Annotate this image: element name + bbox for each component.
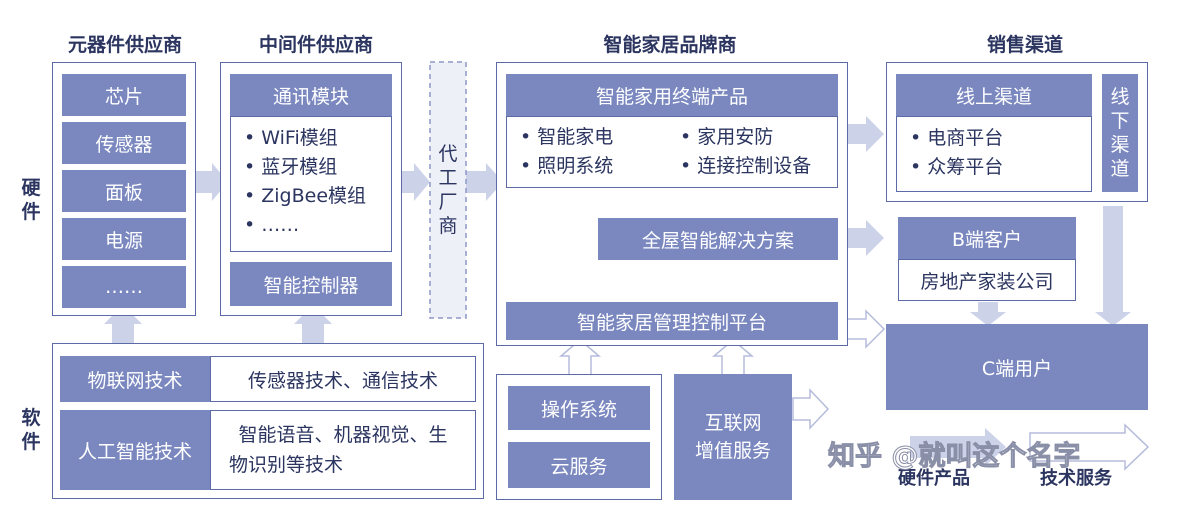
operating-system: 操作系统	[508, 386, 650, 430]
terminal-items-right: 家用安防 连接控制设备	[680, 123, 811, 181]
list-item: 智能家电	[520, 123, 613, 152]
oem-dashed-frame	[429, 61, 467, 319]
management-platform: 智能家居管理控制平台	[506, 302, 838, 340]
iot-tech-desc: 传感器技术、通信技术	[210, 356, 476, 402]
component-more: ……	[62, 266, 186, 308]
terminal-products-title: 智能家用终端产品	[506, 74, 838, 116]
legend-tech-services: 技术服务	[1040, 468, 1112, 489]
legend-hardware-products: 硬件产品	[898, 468, 970, 489]
list-item: 家用安防	[680, 123, 811, 152]
online-channel-list: 电商平台 众筹平台	[910, 124, 1003, 182]
side-label-hardware: 硬 件	[21, 177, 41, 223]
watermark: 知乎 @就叫这个名字	[827, 441, 1081, 473]
list-item: 连接控制设备	[680, 152, 811, 181]
component-sensor: 传感器	[62, 122, 186, 164]
terminal-items-left: 智能家电 照明系统	[520, 123, 613, 181]
oem-label: 代 工 厂 商	[438, 143, 458, 237]
list-item: ……	[244, 211, 366, 240]
offline-channel: 线 下 渠 道	[1102, 74, 1138, 192]
list-item: 蓝牙模组	[244, 153, 366, 182]
iot-tech-label: 物联网技术	[60, 356, 210, 402]
arrow-platform-to-cuser	[845, 309, 886, 349]
arrow-oem-to-brand	[466, 163, 503, 201]
arrow-terminal-to-online	[848, 116, 884, 152]
comm-module-title: 通讯模块	[230, 74, 392, 116]
header-components: 元器件供应商	[67, 34, 182, 56]
header-channel: 销售渠道	[986, 34, 1063, 56]
arrow-bclient-to-cuser	[970, 302, 1006, 326]
ai-tech-desc: 智能语音、机器视觉、生 物识别等技术	[210, 410, 476, 490]
list-item: 众筹平台	[910, 153, 1003, 182]
legend-arrow-tech-services	[1029, 423, 1150, 471]
b-client-desc: 房地产家装公司	[898, 259, 1076, 301]
arrow-wholehouse-to-bclient	[848, 220, 884, 256]
cloud-service: 云服务	[508, 442, 650, 488]
arrow-offline-to-cuser	[1095, 206, 1131, 326]
arrow-components-to-middleware	[190, 163, 228, 201]
list-item: ZigBee模组	[244, 182, 366, 211]
legend-arrow-hardware	[910, 428, 1006, 466]
list-item: 照明系统	[520, 152, 613, 181]
side-label-software: 软 件	[21, 407, 41, 453]
header-brand: 智能家居品牌商	[603, 34, 737, 56]
component-power: 电源	[62, 218, 186, 260]
component-panel: 面板	[62, 170, 186, 212]
header-middleware: 中间件供应商	[258, 34, 373, 56]
component-chip: 芯片	[62, 74, 186, 116]
whole-house-solution: 全屋智能解决方案	[598, 218, 838, 260]
list-item: WiFi模组	[244, 124, 366, 153]
smart-controller: 智能控制器	[230, 262, 392, 306]
c-user: C端用户	[886, 324, 1148, 410]
online-channel-title: 线上渠道	[896, 74, 1092, 116]
internet-value-added-services: 互联网 增值服务	[674, 374, 792, 500]
ai-tech-label: 人工智能技术	[60, 410, 210, 490]
b-client: B端客户	[898, 217, 1076, 259]
arrow-internet-to-right	[792, 388, 830, 430]
list-item: 电商平台	[910, 124, 1003, 153]
comm-module-list: WiFi模组 蓝牙模组 ZigBee模组 ……	[244, 124, 366, 240]
